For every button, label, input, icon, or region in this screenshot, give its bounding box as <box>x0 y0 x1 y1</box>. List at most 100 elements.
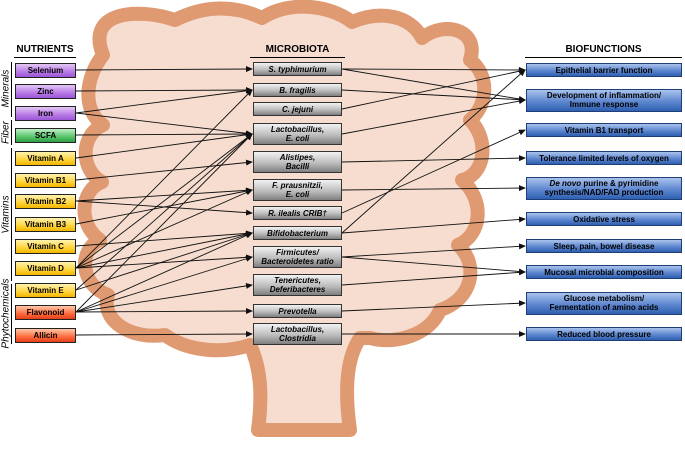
microbe-to-function-arrow <box>341 69 526 234</box>
nutrient-box: Iron <box>15 105 76 121</box>
microbe-to-function-arrow <box>341 89 526 103</box>
nutrient-label: Vitamin D <box>27 263 64 273</box>
biofunction-label-line2: synthesis/NAD/FAD production <box>544 188 664 197</box>
biofunction-label-line1: De novo purine & pyrimidine <box>549 179 659 188</box>
biofunction-label-line1: Reduced blood pressure <box>557 329 651 339</box>
minerals-bracket <box>11 62 12 117</box>
nutrient-box: Allicin <box>15 327 76 343</box>
nutrient-box: Flavonoid <box>15 304 76 320</box>
microbe-label-line2: E. coli <box>285 190 310 199</box>
nutrient-to-microbe-arrow <box>75 232 253 313</box>
biofunction-box: Mucosal microbial composition <box>526 265 682 279</box>
microbe-to-function-arrow <box>341 68 526 102</box>
microbe-label-line2: E. coli <box>285 134 310 143</box>
nutrient-to-microbe-arrow <box>75 308 253 315</box>
nutrient-label: Vitamin B3 <box>24 219 67 229</box>
biofunction-label-line1: Mucosal microbial composition <box>544 267 664 277</box>
nutrient-box: Vitamin A <box>15 150 76 166</box>
biofunction-box: Glucose metabolism/Fermentation of amino… <box>526 291 682 315</box>
nutrient-to-microbe-arrow <box>75 187 253 202</box>
microbe-label-line2: Bacilli <box>285 162 310 171</box>
header-biofunctions-rule <box>525 57 682 58</box>
nutrient-box: Vitamin B1 <box>15 172 76 188</box>
biofunction-box: Tolerance limited levels of oxygen <box>526 151 682 165</box>
nutrient-label: Allicin <box>33 330 58 340</box>
microbe-to-function-arrow <box>341 300 526 312</box>
microbe-to-function-arrow <box>341 269 526 286</box>
nutrient-to-microbe-arrow <box>75 231 253 269</box>
header-microbiota: MICROBIOTA <box>265 44 330 55</box>
nutrient-label: Flavonoid <box>26 307 65 317</box>
nutrient-to-microbe-arrow <box>75 131 253 159</box>
microbe-box: R. ilealis CRIB† <box>253 206 342 220</box>
microbe-to-function-arrow <box>341 216 526 234</box>
biofunction-label-line1: Oxidative stress <box>573 214 635 224</box>
nutrient-box: Vitamin E <box>15 282 76 298</box>
microbe-label-line1: S. typhimurium <box>268 64 327 74</box>
biofunction-box: Reduced blood pressure <box>526 327 682 341</box>
nutrient-label: Vitamin C <box>27 241 64 251</box>
microbe-label-line1: B. fragilis <box>279 85 316 95</box>
vitamins-bracket <box>11 148 12 281</box>
microbe-label-line1: F. prausnitzii, <box>272 181 323 190</box>
microbe-to-function-arrow <box>341 66 526 73</box>
microbe-label-line1: Lactobacillus, <box>270 125 325 134</box>
fiber-bracket <box>11 120 12 145</box>
microbe-label-line1: Alistipes, <box>279 153 316 162</box>
microbe-box: Bifidobacterium <box>253 226 342 240</box>
microbe-box: Tenericutes,Deferibacteres <box>253 274 342 296</box>
microbe-box: B. fragilis <box>253 83 342 97</box>
microbe-to-function-arrow <box>341 129 526 214</box>
nutrient-to-microbe-arrow <box>75 133 253 269</box>
nutrient-box: Selenium <box>15 62 76 78</box>
header-nutrients-rule <box>14 57 76 58</box>
biofunction-box: Oxidative stress <box>526 212 682 226</box>
nutrient-label: Vitamin A <box>27 153 64 163</box>
microbe-box: C. jejuni <box>253 102 342 116</box>
microbe-box: Firmicutes/Bacteroidetes ratio <box>253 246 342 268</box>
nutrient-label: SCFA <box>34 130 57 140</box>
italic-de-novo: De novo <box>549 179 582 188</box>
nutrient-to-microbe-arrow <box>75 159 253 181</box>
biofunction-label-line1: Epithelial barrier function <box>555 65 653 75</box>
microbe-label-line1: Tenericutes, <box>274 276 321 285</box>
biofunction-label-line1: Vitamin B1 transport <box>564 125 644 135</box>
nutrient-box: Vitamin B3 <box>15 216 76 232</box>
nutrient-to-microbe-arrow <box>75 89 253 269</box>
microbe-box: S. typhimurium <box>253 62 342 76</box>
microbe-label-line1: Prevotella <box>278 306 317 316</box>
nutrient-to-microbe-arrow <box>75 231 253 291</box>
biofunction-label-line2: Fermentation of amino acids <box>549 303 659 312</box>
nutrient-to-microbe-arrow <box>75 87 253 114</box>
nutrient-to-microbe-arrow <box>75 331 253 338</box>
microbe-to-function-arrow <box>341 256 526 275</box>
nutrient-label: Selenium <box>27 65 64 75</box>
nutrient-to-microbe-arrow <box>75 112 253 137</box>
microbe-box: Lactobacillus,Clostridia <box>253 323 342 345</box>
biofunction-label-line1: Development of inflammation/ <box>546 91 662 100</box>
nutrient-to-microbe-arrow <box>75 282 253 313</box>
nutrient-to-microbe-arrow <box>75 255 253 313</box>
microbe-label-line1: Firmicutes/ <box>276 248 319 257</box>
nutrient-to-microbe-arrow <box>75 66 253 73</box>
header-microbiota-rule <box>250 57 345 58</box>
microbe-to-function-arrow <box>341 155 526 163</box>
microbe-label-line2: Deferibacteres <box>269 285 326 294</box>
nutrient-label: Vitamin B2 <box>24 196 67 206</box>
nutrient-to-microbe-arrow <box>75 131 253 138</box>
nutrient-to-microbe-arrow <box>75 254 253 269</box>
nutrient-label: Zinc <box>37 86 54 96</box>
nutrient-to-microbe-arrow <box>75 188 253 225</box>
nutrient-box: SCFA <box>15 127 76 143</box>
biofunction-label-line1: Tolerance limited levels of oxygen <box>539 153 669 163</box>
microbe-label-line2: Clostridia <box>279 334 316 343</box>
biofunction-label-line1: Sleep, pain, bowel disease <box>553 241 655 251</box>
category-phytochemicals: Phytochemicals <box>0 278 12 349</box>
nutrient-to-microbe-arrow <box>75 230 253 247</box>
phytochemicals-bracket <box>11 284 12 344</box>
microbe-to-function-arrow <box>341 185 526 192</box>
nutrient-box: Vitamin B2 <box>15 193 76 209</box>
nutrient-label: Iron <box>37 108 54 118</box>
header-biofunctions: BIOFUNCTIONS <box>565 44 642 55</box>
